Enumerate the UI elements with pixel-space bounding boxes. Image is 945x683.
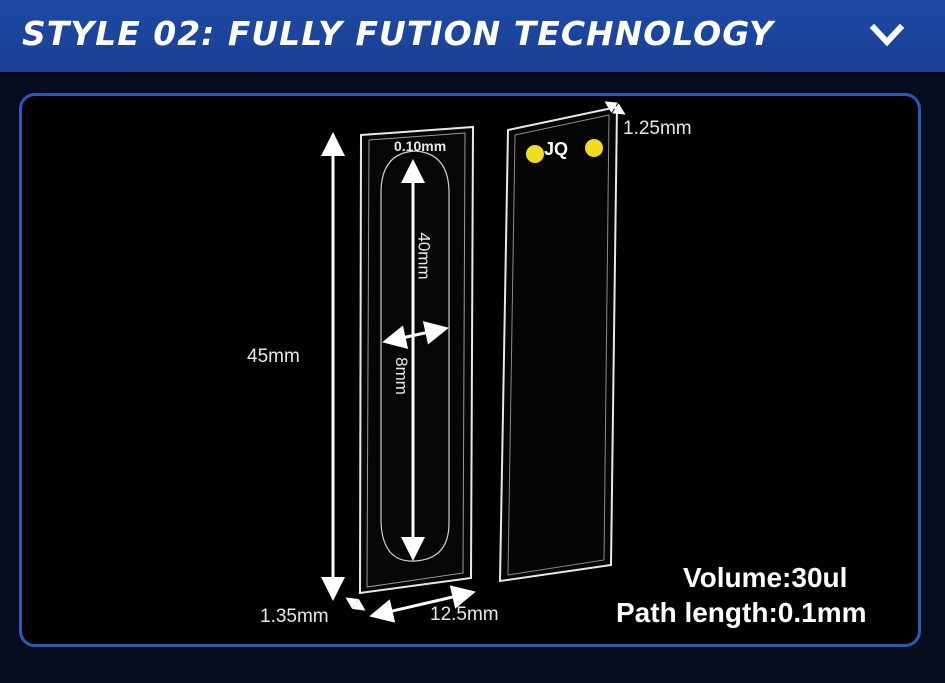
brand-dot-left <box>526 145 544 163</box>
page-title: STYLE 02: FULLY FUTION TECHNOLOGY <box>22 14 774 53</box>
width-label: 12.5mm <box>430 604 499 625</box>
header-banner: STYLE 02: FULLY FUTION TECHNOLOGY <box>0 0 945 72</box>
product-image-panel: 1.25mm 45mm 0.10mm 40mm 8mm 1.35mm 12.5m… <box>19 93 921 647</box>
chevron-down-icon[interactable] <box>868 20 906 52</box>
volume-text: Volume:30ul <box>683 562 848 593</box>
window-height-label: 40mm <box>414 232 434 280</box>
top-thickness-label: 1.25mm <box>623 118 692 139</box>
brand-dot-right <box>585 139 603 157</box>
window-width-label: 8mm <box>391 357 411 395</box>
bottom-thickness-label: 1.35mm <box>260 606 329 627</box>
brand-mark: JQ <box>544 139 569 159</box>
path-length-text: Path length:0.1mm <box>616 597 867 628</box>
cuvette-illustration <box>321 101 626 623</box>
inner-width-label: 0.10mm <box>394 138 447 154</box>
cuvette-back <box>498 105 619 583</box>
cuvette-front <box>358 125 475 595</box>
height-label: 45mm <box>247 346 300 367</box>
